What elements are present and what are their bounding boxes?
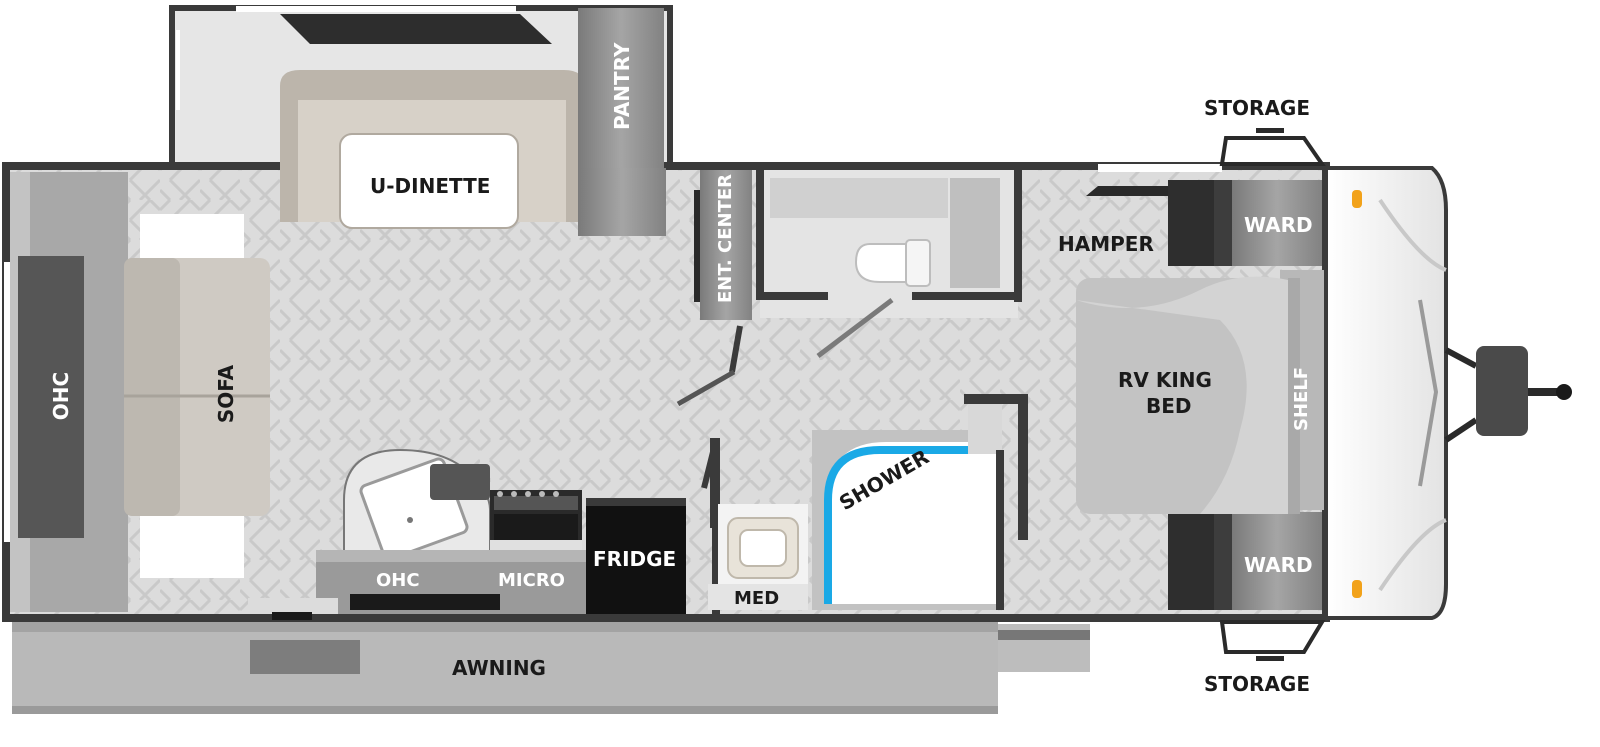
pantry-label: PANTRY <box>610 42 634 130</box>
sofa <box>124 214 270 578</box>
micro-label: MICRO <box>498 570 565 591</box>
kitchen <box>248 438 719 620</box>
awning <box>12 622 1090 714</box>
front-cap <box>1324 166 1572 620</box>
ohc-left-cabinet <box>18 256 84 538</box>
entertainment-center <box>694 170 752 320</box>
awning-label: AWNING <box>452 656 546 680</box>
hamper-label: HAMPER <box>1058 232 1154 256</box>
pantry-cabinet <box>578 8 664 168</box>
storage-top-label: STORAGE <box>1204 96 1311 120</box>
med-label: MED <box>734 588 780 609</box>
u-dinette-label: U-DINETTE <box>370 174 491 198</box>
dinette-cabinet <box>578 168 666 236</box>
fridge-label: FRIDGE <box>593 547 677 571</box>
u-dinette <box>280 70 584 229</box>
bed-label-line1: RV KING <box>1118 368 1212 392</box>
shelf-label: SHELF <box>1291 366 1312 431</box>
ohc-kitchen-label: OHC <box>376 570 420 591</box>
shower-area <box>708 394 1028 614</box>
ent-center-label: ENT. CENTER <box>715 173 736 303</box>
bedroom <box>1076 128 1326 661</box>
storage-bottom-label: STORAGE <box>1204 672 1311 696</box>
bathroom <box>676 170 1022 407</box>
ohc-left-label: OHC <box>49 371 73 421</box>
sofa-label: SOFA <box>214 364 238 424</box>
ward-top-label: WARD <box>1244 213 1313 237</box>
bed-label-line2: BED <box>1146 394 1192 418</box>
ward-bottom-label: WARD <box>1244 553 1313 577</box>
